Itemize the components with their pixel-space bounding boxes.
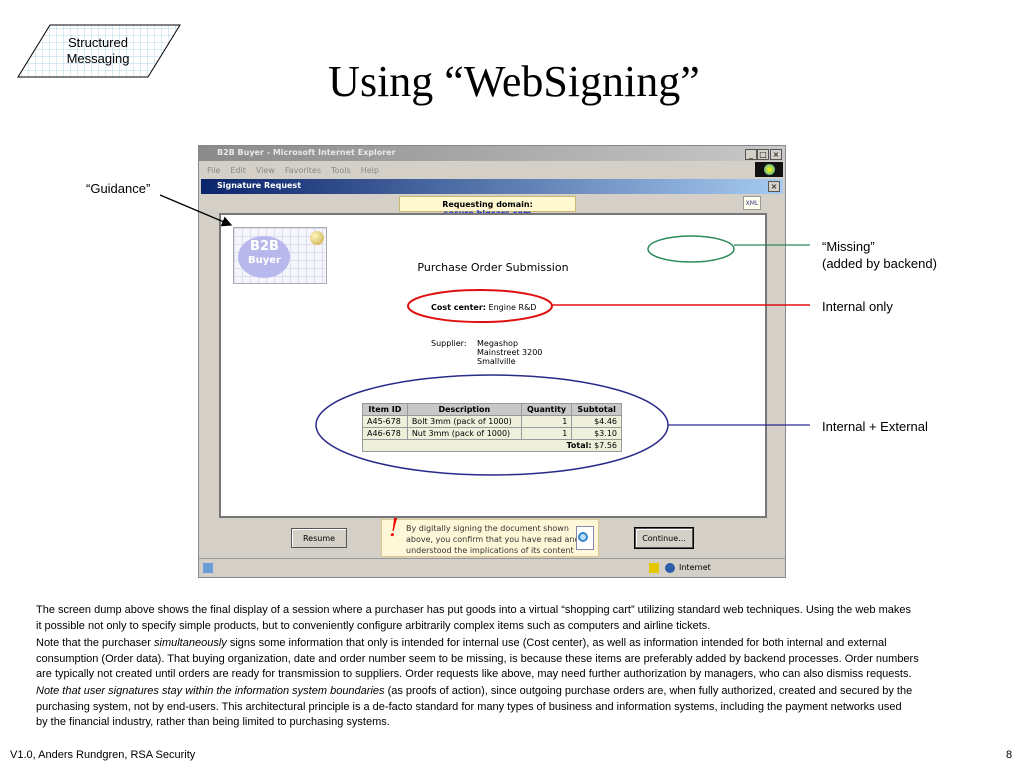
continue-button[interactable]: Continue... [634, 527, 694, 549]
menu-bar: File Edit View Favorites Tools Help [199, 162, 785, 178]
internal-label: Internal only [822, 299, 893, 314]
guidance-arrow [159, 194, 233, 227]
browser-title: B2B Buyer - Microsoft Internet Explorer [199, 146, 785, 161]
missing-label: “Missing”(added by backend) [822, 239, 937, 271]
lock-icon [649, 563, 659, 573]
maximize-button[interactable]: □ [757, 149, 769, 160]
menu-tools[interactable]: Tools [331, 166, 351, 175]
internal-ellipse [407, 289, 553, 323]
browser-window: B2B Buyer - Microsoft Internet Explorer … [198, 145, 786, 578]
external-ellipse [315, 374, 669, 476]
status-bar: Internet [199, 558, 785, 577]
signing-notice: ! By digitally signing the document show… [381, 514, 599, 557]
page-icon [203, 563, 213, 573]
resume-button[interactable]: Resume [291, 528, 347, 548]
menu-edit[interactable]: Edit [230, 166, 246, 175]
warning-icon: ! [389, 514, 399, 542]
minimize-button[interactable]: _ [745, 149, 757, 160]
close-button[interactable]: × [770, 149, 782, 160]
missing-ellipse [647, 235, 735, 263]
dialog-close-button[interactable]: × [768, 181, 780, 192]
slide-title: Using “WebSigning” [328, 57, 700, 106]
menu-view[interactable]: View [255, 166, 275, 175]
paragraph-2: Note that the purchaser simultaneously s… [36, 637, 919, 680]
menu-help[interactable]: Help [360, 166, 379, 175]
total-row: Total: $7.56 [362, 439, 622, 452]
guidance-label: “Guidance” [86, 181, 151, 196]
cost-center: Cost center: Engine R&D [431, 303, 537, 312]
paragraph-3: Note that user signatures stay within th… [36, 685, 913, 728]
dialog-title: Signature Request [201, 179, 783, 194]
zone-label: Internet [679, 563, 711, 572]
document-magnifier-icon[interactable] [576, 526, 594, 550]
footer-credit: V1.0, Anders Rundgren, RSA Security [10, 749, 196, 761]
internet-zone-icon [665, 563, 675, 573]
supplier-label: Supplier: [431, 339, 467, 348]
menu-file[interactable]: File [207, 166, 221, 175]
page-number: 8 [1006, 749, 1013, 761]
document-title: Purchase Order Submission [417, 261, 569, 274]
paragraph-1: The screen dump above shows the final di… [36, 604, 911, 632]
xml-icon[interactable]: XML [743, 196, 761, 210]
menu-favorites[interactable]: Favorites [284, 166, 322, 175]
external-label: Internal + External [822, 419, 928, 434]
ie-globe-icon [755, 162, 783, 177]
